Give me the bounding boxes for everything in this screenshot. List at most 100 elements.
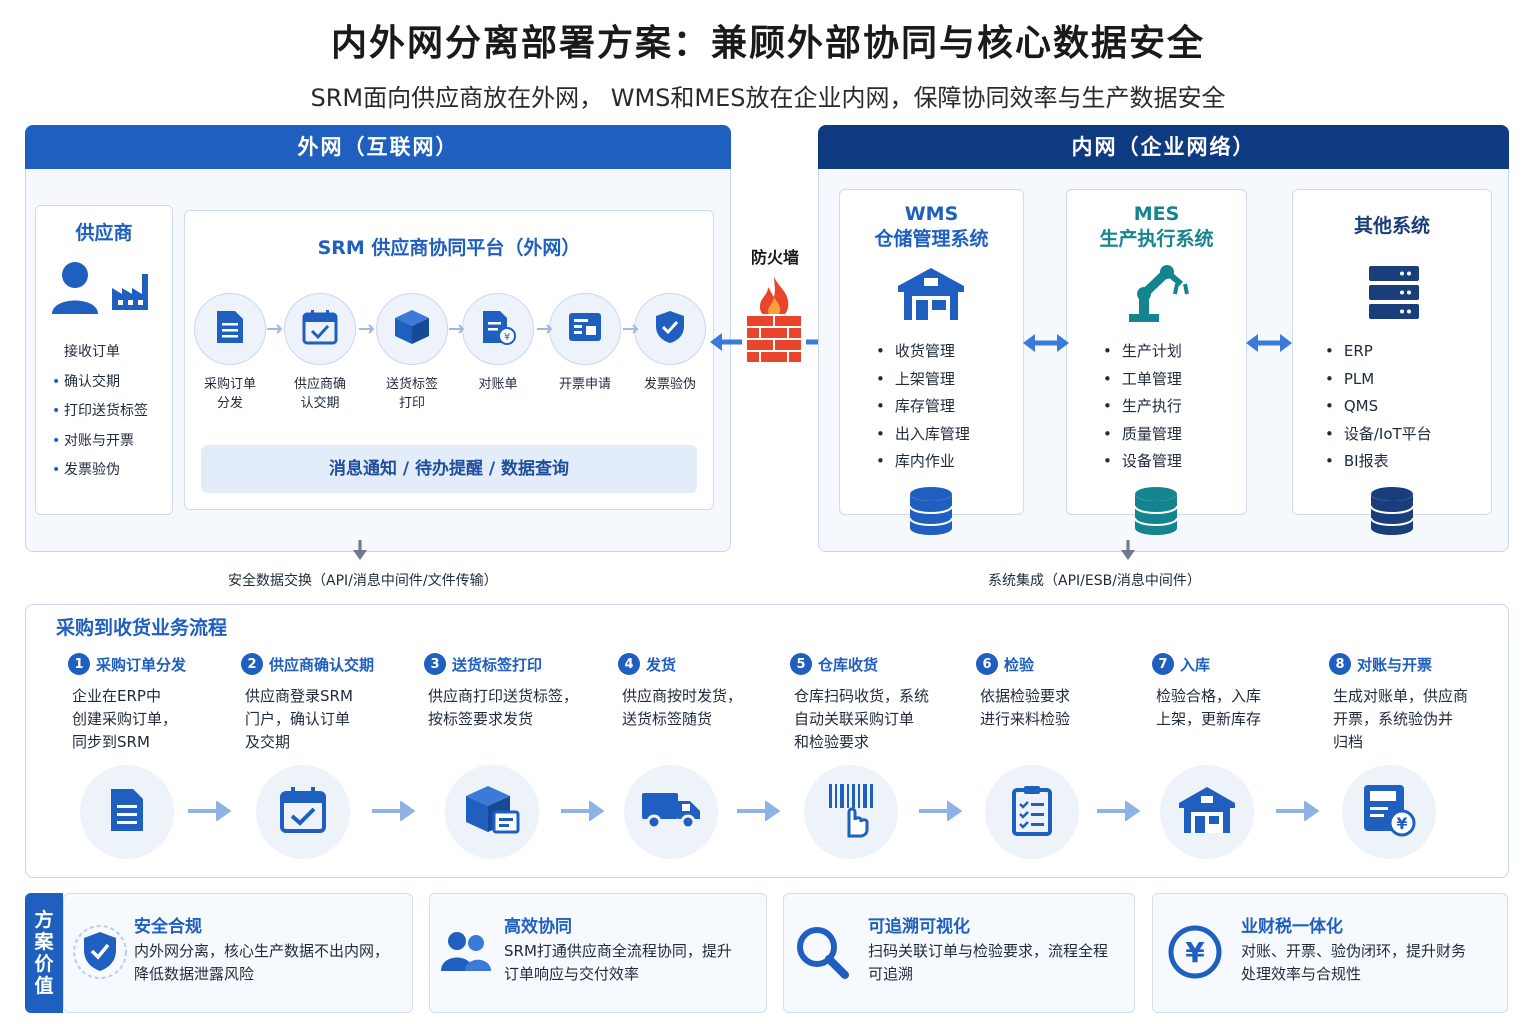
step-title: 发货 [646,655,677,674]
barcode-scan-icon [827,782,875,842]
step-title: 送货标签打印 [452,655,543,674]
srm-step-arrows [267,324,639,334]
users-icon [436,922,496,982]
wms-list: 收货管理 上架管理 库存管理 出入库管理 库内作业 [876,338,970,476]
flow-icon-5 [804,765,898,859]
step-desc: 供应商按时发货， 送货标签随货 [622,687,743,728]
supplier-card: 供应商 接收订单 •确认交期 •打印送货标签 •对账与开票 •发票验伪 [35,205,173,515]
value-card-finance: ¥ 业财税一体化 对账、开票、验伪闭环，提升财务 处理效率与合规性 [1152,893,1508,1013]
srm-step-label: 供应商确 认交期 [293,377,346,411]
supplier-title: 供应商 [75,222,133,244]
warehouse-icon [896,266,966,326]
truck-icon [640,789,702,835]
value-card-desc: SRM打通供应商全流程协同，提升 订单响应与交付效率 [504,942,732,983]
internal-zone-header: 内网（企业网络） [818,125,1509,169]
other-title: 其他系统 [1353,215,1430,237]
value-card-desc: 扫码关联订单与检验要求，流程全程 可追溯 [868,942,1109,983]
mes-list: 生产计划 工单管理 生产执行 质量管理 设备管理 [1103,338,1182,476]
step-desc: 供应商打印送货标签， 按标签要求发货 [428,687,579,728]
exchange-down-arrow [353,540,367,560]
mes-item: 工单管理 [1103,366,1182,394]
calendar-check-icon [279,786,327,838]
srm-step-invoice-verify: 发票验伪 [627,293,713,394]
other-item: BI报表 [1325,448,1432,476]
step-title: 仓库收货 [818,655,879,674]
flow-icon-3 [445,765,539,859]
flow-title: 采购到收货业务流程 [56,617,228,639]
step-desc: 仓库扫码收货，系统 自动关联采购订单 和检验要求 [794,687,930,751]
other-item: QMS [1325,393,1432,421]
step-desc: 供应商登录SRM 门户，确认订单 及交期 [245,687,353,751]
database-icon [1369,486,1415,540]
srm-step-label: 开票申请 [558,377,611,392]
wms-item: 库存管理 [876,393,970,421]
wms-item: 收货管理 [876,338,970,366]
box-icon [393,308,431,350]
srm-message-bar: 消息通知 / 待办提醒 / 数据查询 [201,445,697,493]
step-title: 对账与开票 [1357,655,1433,674]
warehouse-icon [1177,785,1237,839]
step-number: 8 [1329,653,1351,675]
wms-item: 库内作业 [876,448,970,476]
flow-icon-6 [985,765,1079,859]
srm-step-po: 采购订单 分发 [187,293,273,413]
step-number: 5 [790,653,812,675]
srm-step-statement: ¥ 对账单 [455,293,541,394]
step-number: 6 [976,653,998,675]
value-card-traceability: 可追溯可视化 扫码关联订单与检验要求，流程全程 可追溯 [783,893,1135,1013]
supplier-item: •确认交期 [52,373,120,390]
other-item: PLM [1325,366,1432,394]
external-zone-header: 外网（互联网） [25,125,731,169]
calendar-check-icon [302,309,338,349]
value-card-title: 安全合规 [134,917,202,937]
checklist-icon [1011,784,1053,840]
invoice-yen-icon: ¥ [1362,783,1416,841]
box-label-icon [464,784,520,840]
srm-step-label: 采购订单 分发 [203,377,256,411]
value-card-desc: 内外网分离，核心生产数据不出内网， 降低数据泄露风险 [134,942,390,983]
value-tag: 方案价值 [25,893,63,1013]
srm-card: SRM 供应商协同平台（外网） 采购订单 分发 供应商确 认交期 送货标签 打印… [184,210,714,510]
srm-step-confirm: 供应商确 认交期 [277,293,363,413]
statement-icon: ¥ [480,309,516,349]
magnifier-icon [792,922,852,982]
mes-item: 生产执行 [1103,393,1182,421]
exchange-note: 安全数据交换（API/消息中间件/文件传输） [228,573,498,589]
step-number: 2 [241,653,263,675]
mes-item: 生产计划 [1103,338,1182,366]
invoice-icon [567,311,603,347]
value-card-collaboration: 高效协同 SRM打通供应商全流程协同，提升 订单响应与交付效率 [429,893,767,1013]
flow-icon-7 [1160,765,1254,859]
step-desc: 依据检验要求 进行来料检验 [980,687,1071,728]
firewall-icon [744,275,804,371]
document-icon [109,787,145,837]
step-number: 1 [68,653,90,675]
step-title: 供应商确认交期 [269,655,375,674]
srm-step-invoice-request: 开票申请 [542,293,628,394]
database-icon [908,486,954,540]
shield-check-icon [654,309,686,349]
mes-item: 质量管理 [1103,421,1182,449]
external-zone: 外网（互联网） 供应商 接收订单 •确认交期 •打印送货标签 •对账与开票 •发… [25,125,731,552]
integration-note: 系统集成（API/ESB/消息中间件） [988,573,1201,589]
other-list: ERP PLM QMS 设备/IoT平台 BI报表 [1325,338,1432,476]
svg-text:¥: ¥ [1396,814,1407,833]
step-title: 检验 [1004,655,1035,674]
value-card-desc: 对账、开票、验伪闭环，提升财务 处理效率与合规性 [1241,942,1467,983]
wms-item: 上架管理 [876,366,970,394]
flow-arrows [188,801,1320,821]
robot-arm-icon [1123,262,1193,328]
value-card-title: 高效协同 [504,917,572,937]
step-title: 入库 [1180,655,1211,674]
supplier-list: 接收订单 •确认交期 •打印送货标签 •对账与开票 •发票验伪 [52,338,148,486]
step-desc: 检验合格，入库 上架，更新库存 [1156,687,1262,728]
integration-down-arrow [1121,540,1135,560]
